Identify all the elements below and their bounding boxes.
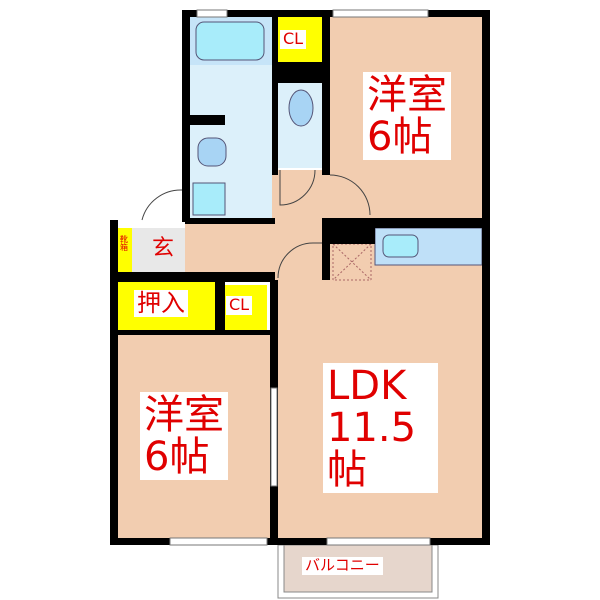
windows bbox=[169, 9, 431, 546]
washing-machine bbox=[192, 182, 226, 216]
bathtub bbox=[195, 21, 265, 61]
bedroom-left-label: 洋室 6帖 bbox=[140, 392, 228, 480]
sink bbox=[382, 234, 419, 258]
bedroom-top-label: 洋室 6帖 bbox=[363, 72, 451, 160]
closet-top-label: CL bbox=[280, 30, 307, 49]
closet-mid-label: CL bbox=[226, 296, 253, 315]
entrance-label: 玄 bbox=[152, 236, 175, 261]
shoe-box-label: 靴箱 bbox=[120, 235, 129, 253]
bedroom-top-name: 洋室 bbox=[367, 72, 447, 118]
ldk-label: LDK 11.5帖 bbox=[323, 363, 438, 493]
washbasin bbox=[197, 137, 227, 167]
ldk-name: LDK bbox=[327, 363, 407, 409]
toilet-bowl bbox=[288, 89, 314, 127]
ldk-size: 11.5帖 bbox=[327, 405, 417, 493]
bedroom-top-size: 6帖 bbox=[367, 114, 433, 160]
door-swings bbox=[141, 169, 371, 279]
bedroom-left-size: 6帖 bbox=[144, 434, 210, 480]
oshiire-label: 押入 bbox=[134, 290, 188, 318]
fridge-space bbox=[332, 243, 372, 281]
balcony-label: バルコニー bbox=[302, 557, 383, 575]
bedroom-left-name: 洋室 bbox=[144, 392, 224, 438]
